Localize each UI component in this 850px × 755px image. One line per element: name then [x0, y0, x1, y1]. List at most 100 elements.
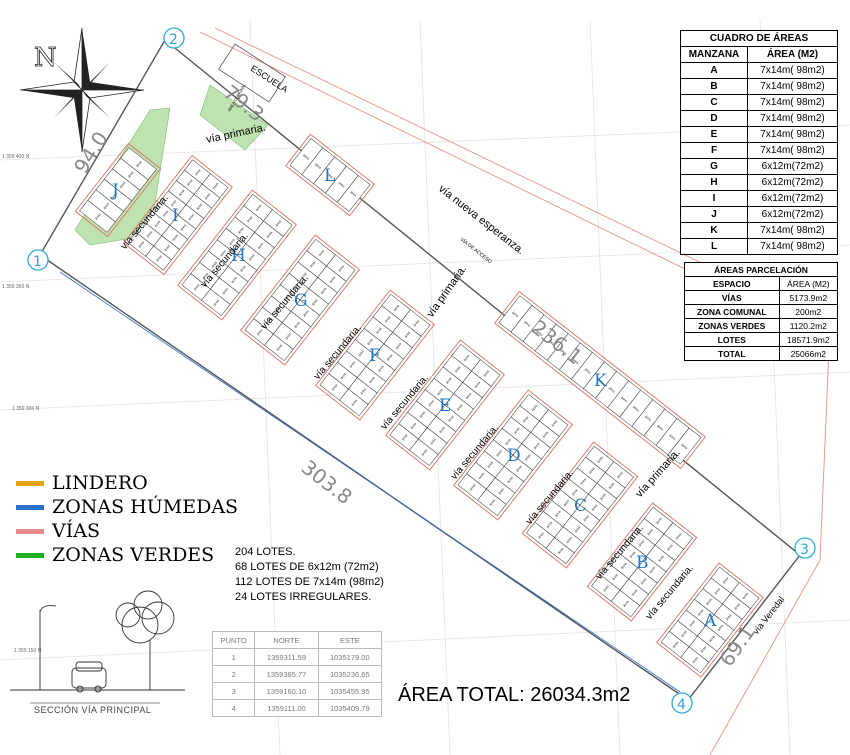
lot-label: área [266, 231, 273, 239]
lot-label: área [608, 482, 615, 490]
lot-label: área [565, 536, 572, 544]
lot-label: área [649, 566, 656, 574]
lot-label: área [102, 202, 109, 210]
lot-label: área [284, 332, 291, 340]
parcel-table-header: ESPACIO [684, 276, 780, 291]
legend-item: ZONAS VERDES [16, 544, 214, 566]
areas-table-cell: 7x14m( 98m2) [747, 126, 838, 143]
lots-summary-line: 24 LOTES IRREGULARES. [235, 591, 372, 603]
block-letter: G [294, 291, 308, 311]
lot-label: área [644, 414, 652, 421]
lot-label: área [454, 365, 461, 373]
block-letter: A [703, 611, 717, 631]
lot-label: área [186, 178, 193, 186]
lot-label: área [465, 392, 472, 400]
coords-table-cell: 1035409.79 [317, 699, 383, 717]
lot-label: área [302, 153, 310, 160]
areas-table-cell: G [680, 158, 748, 175]
lot-label: área [742, 592, 749, 600]
parcel-table-cell: 5173.9m2 [778, 290, 839, 305]
lot-label: área [717, 624, 724, 632]
areas-table-header: ÁREA (M2) [747, 46, 838, 63]
lot-label: área [211, 261, 218, 269]
coords-table-cell: 1359385.77 [254, 665, 319, 683]
lot-label: área [111, 192, 118, 200]
road-label-nueva-esperanza: vía nueva esperanza. [436, 183, 526, 257]
parcel-table: ÁREAS PARCELACIÓN ESPACIO ÁREA (M2) VÍAS… [684, 262, 839, 361]
lot-label: área [338, 181, 346, 188]
lot-label: área [293, 321, 300, 329]
lot-label: área [563, 499, 570, 507]
lot-label: área [179, 223, 186, 231]
coords-table-cell: 4 [211, 699, 256, 717]
lot-label: área [487, 461, 494, 469]
lot-label: área [421, 449, 428, 457]
lot-label: área [213, 299, 220, 307]
lot-label: área [588, 466, 595, 474]
areas-table-cell: 7x14m( 98m2) [747, 94, 838, 111]
grid-label: 1 359 350 N [2, 284, 30, 290]
areas-table-cell: 7x14m( 98m2) [747, 222, 838, 239]
legend-item: LINDERO [16, 472, 148, 494]
lot-label: área [163, 244, 170, 252]
lot-label: área [550, 419, 557, 427]
areas-table-cell: H [680, 174, 748, 191]
lot-label: área [337, 264, 344, 272]
coords-header: PUNTO [211, 631, 256, 649]
coords-table-cell: 3 [211, 682, 256, 700]
lot-label: área [672, 641, 679, 649]
coords-table-cell: 1035455.95 [317, 682, 383, 700]
lot-label: área [463, 354, 470, 362]
legend-swatch [16, 480, 44, 486]
lot-label: área [571, 488, 578, 496]
block: áreaáreaáreaáreaáreaáreaáreaáreaáreaárea… [521, 441, 639, 569]
lot-label: área [700, 645, 707, 653]
block-road-edge [314, 289, 436, 421]
lot-label: área [401, 433, 408, 441]
vertex-marker: 2 [163, 27, 185, 49]
lot-label: área [638, 539, 645, 547]
lot-label: área [436, 388, 443, 396]
lot-label: área [656, 424, 664, 431]
lot-label: área [429, 437, 436, 445]
lot-label: área [646, 528, 653, 536]
lot-label: área [478, 472, 485, 480]
road-label-acceso: VÍA DE ACCESO [459, 236, 494, 265]
lot-label: área [691, 656, 698, 664]
lot-label: área [318, 249, 325, 257]
lot-label: área [146, 230, 153, 238]
lot-label: área [291, 283, 298, 291]
lot-label: área [506, 476, 513, 484]
block-letter: H [231, 246, 246, 266]
lot-label: área [557, 547, 564, 555]
lot-label: área [196, 203, 203, 211]
lot-label: área [202, 272, 209, 280]
lot-label: área [119, 181, 126, 189]
vertex-marker: 1 [27, 249, 49, 271]
lot-label: área [155, 254, 162, 262]
lot [201, 173, 229, 199]
areas-table-cell: 7x14m( 98m2) [747, 62, 838, 79]
lot-label: área [537, 532, 544, 540]
lot-label: área [531, 404, 538, 412]
lot-label: área [419, 411, 426, 419]
parcel-table-cell: TOTAL [684, 346, 780, 361]
coords-header: ESTE [317, 631, 383, 649]
lot-label: área [375, 327, 382, 335]
coords-table-cell: 1 [211, 648, 256, 666]
lot-label: área [438, 426, 445, 434]
lot-label: área [688, 619, 695, 627]
parcel-table-cell: ZONAS VERDES [684, 318, 780, 333]
